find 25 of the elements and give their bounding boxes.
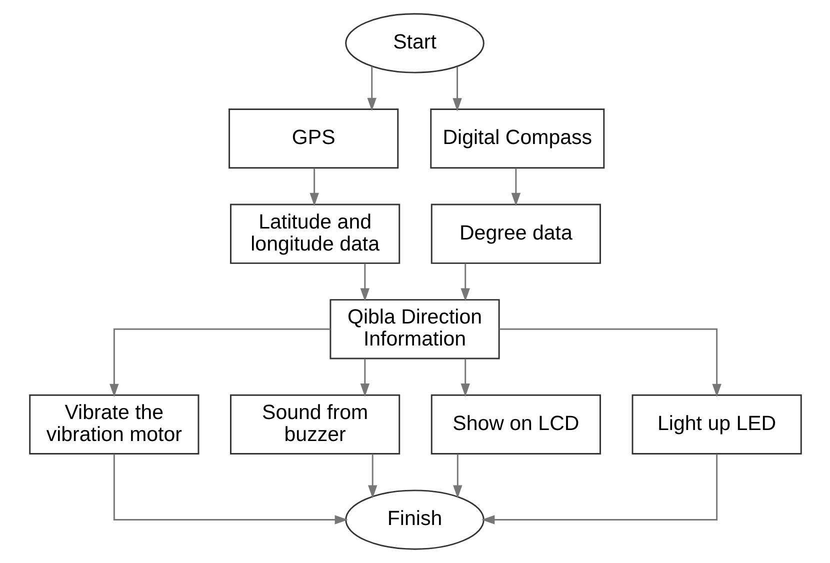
arrow	[360, 263, 370, 302]
arrow	[510, 168, 520, 206]
node-box: Digital Compass	[430, 108, 604, 169]
node-box: Show on LCD	[430, 394, 600, 455]
node-box: Light up LED	[631, 394, 802, 455]
node-box: Vibrate the vibration motor	[28, 394, 199, 455]
node-ellipse: Start	[344, 13, 484, 74]
arrow	[109, 328, 330, 398]
node-box: Latitude and longitude data	[230, 204, 400, 264]
arrow	[452, 66, 462, 112]
node-box: Qibla Direction Information	[329, 299, 500, 360]
node-box: GPS	[228, 108, 398, 169]
arrow	[367, 454, 377, 498]
node-box: Sound from buzzer	[230, 394, 400, 455]
arrow	[460, 263, 470, 302]
arrow	[452, 454, 462, 498]
arrow	[460, 358, 470, 397]
arrow	[366, 66, 376, 112]
node-box: Degree data	[430, 204, 600, 264]
arrow	[480, 454, 718, 524]
arrow	[309, 168, 318, 206]
arrow	[498, 328, 721, 398]
arrow	[360, 358, 370, 397]
node-ellipse: Finish	[344, 490, 484, 550]
arrow	[112, 454, 348, 524]
